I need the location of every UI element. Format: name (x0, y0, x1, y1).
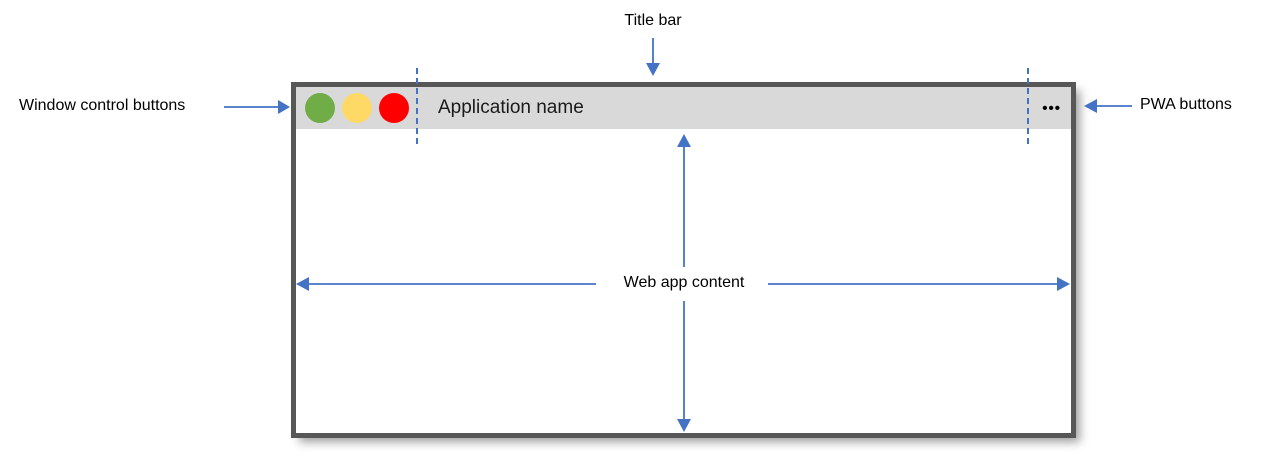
window-control-green-button[interactable] (305, 93, 335, 123)
window-control-red-button[interactable] (379, 93, 409, 123)
window-control-buttons-arrow (224, 100, 290, 114)
pwa-buttons-arrow (1084, 99, 1132, 113)
title-bar-arrow (646, 38, 660, 76)
pwa-buttons-separator-dashed-line (1027, 68, 1029, 144)
web-app-content-callout-label: Web app content (623, 274, 745, 291)
application-name-label: Application name (438, 97, 584, 118)
app-window: Application name ••• (291, 82, 1076, 438)
window-controls-separator-dashed-line (416, 68, 418, 144)
pwa-menu-ellipsis-button[interactable]: ••• (1042, 99, 1061, 117)
title-bar-callout-label: Title bar (624, 12, 682, 29)
pwa-buttons-callout-label: PWA buttons (1140, 96, 1232, 113)
window-control-yellow-button[interactable] (342, 93, 372, 123)
title-bar: Application name ••• (296, 87, 1071, 129)
window-control-buttons-callout-label: Window control buttons (19, 97, 186, 114)
